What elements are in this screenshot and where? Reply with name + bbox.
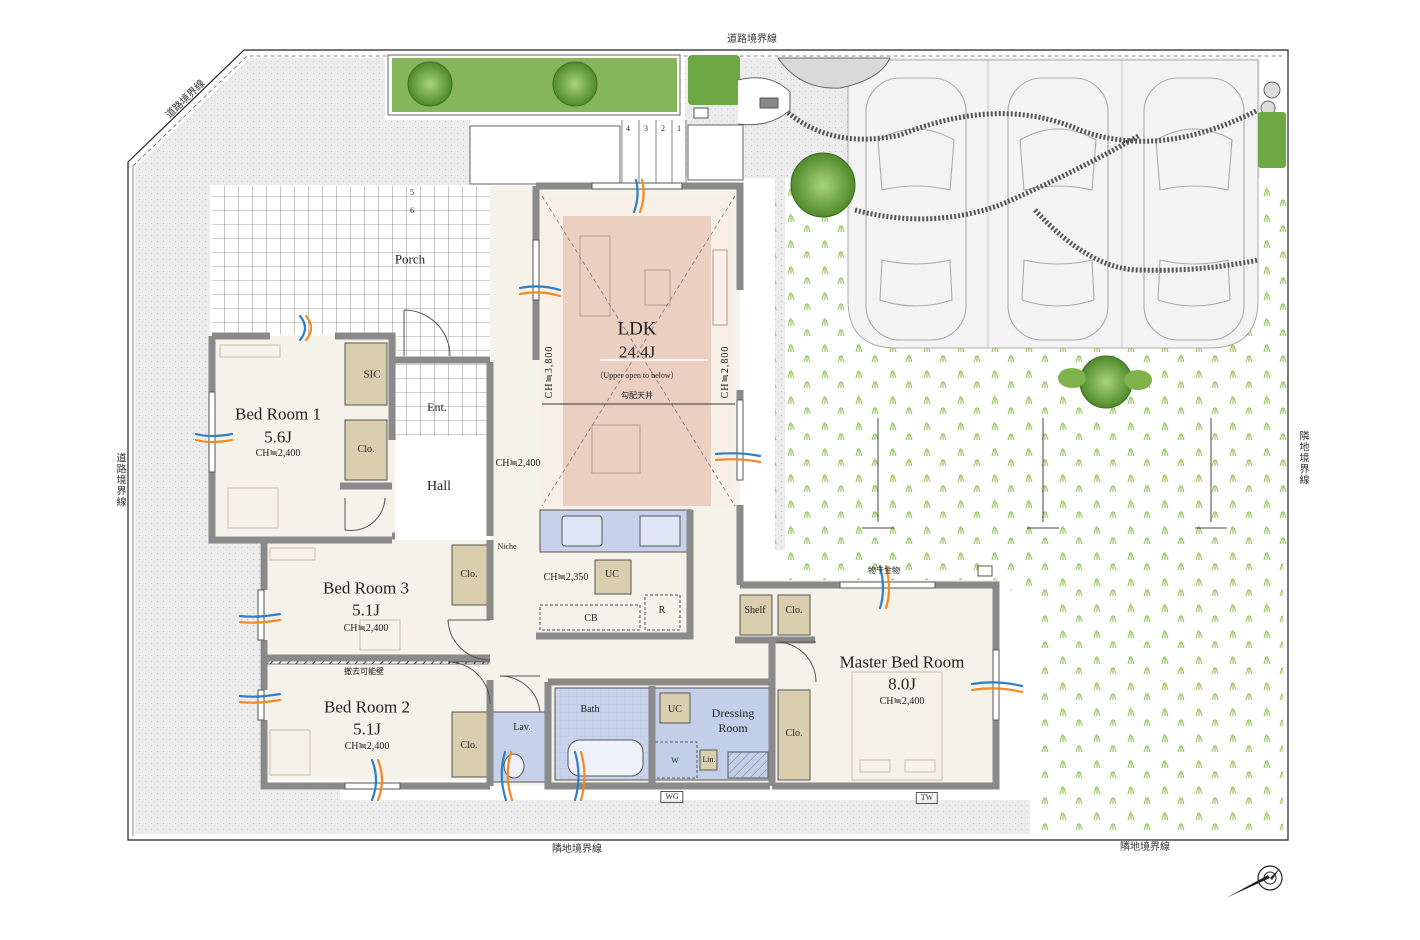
road-boundary-left-label: 道路境界線 xyxy=(114,452,125,508)
closet-label: Clo. xyxy=(785,728,803,739)
dressing-uc-label: UC xyxy=(668,704,682,715)
closet-label: Clo. xyxy=(460,569,478,580)
step-label: 4 xyxy=(626,124,630,133)
bed1-ch: CH≒2,400 xyxy=(255,448,301,459)
closet-label: Clo. xyxy=(460,740,478,751)
tree-icon xyxy=(407,61,1152,409)
bed2-ch: CH≒2,400 xyxy=(344,741,390,752)
ldk-label: LDK xyxy=(617,318,657,340)
hall-ch: CH≒2,400 xyxy=(495,458,541,469)
sic-label: SIC xyxy=(363,368,381,381)
tw-label: TW xyxy=(915,792,939,804)
step-label: 2 xyxy=(661,124,665,133)
removable-wall-label: 撤去可能壁 xyxy=(344,667,384,676)
shelf-label: Shelf xyxy=(744,605,766,616)
bed2-size: 5.1J xyxy=(353,719,381,739)
bed3-ch: CH≒2,400 xyxy=(343,623,389,634)
bed3-size: 5.1J xyxy=(352,600,380,620)
porch-step-label: 6 xyxy=(410,206,414,215)
bed1-size: 5.6J xyxy=(264,427,292,447)
closet-label: Clo. xyxy=(785,605,803,616)
porch-label: Porch xyxy=(394,251,426,267)
ldk-open-note: （Upper open to below） xyxy=(595,371,679,380)
kitchen-ch: CH≒2,350 xyxy=(543,572,589,583)
master-size: 8.0J xyxy=(888,674,916,694)
bed1-label: Bed Room 1 xyxy=(235,404,321,424)
ldk-ceiling-note: 勾配天井 xyxy=(621,391,653,400)
cupboard-label: CB xyxy=(584,613,598,624)
porch-step-label: 5 xyxy=(410,188,414,197)
niche-label: Niche xyxy=(497,542,517,551)
hall-label: Hall xyxy=(426,479,452,494)
dressing-label-2: Room xyxy=(718,721,748,735)
neighbor-boundary-right-label: 隣地境界線 xyxy=(1297,430,1308,486)
ldk-size: 24.4J xyxy=(618,342,656,362)
bed3-label: Bed Room 3 xyxy=(323,578,409,598)
linen-label: Lin. xyxy=(702,755,716,764)
bath-label: Bath xyxy=(580,704,600,715)
ldk-ch-left: CH≒3,800 xyxy=(544,345,555,399)
dressing-label: Dressing xyxy=(711,706,755,720)
step-label: 1 xyxy=(677,124,681,133)
fridge-label: R xyxy=(658,605,666,616)
neighbor-boundary-bottom-right-label: 隣地境界線 xyxy=(1120,842,1170,853)
master-label: Master Bed Room xyxy=(839,652,965,672)
entrance-label: Ent. xyxy=(427,400,447,414)
closet-label: Clo. xyxy=(357,444,375,455)
washer-label: W xyxy=(671,756,679,765)
ldk-ch-right: CH≒2,800 xyxy=(720,345,731,399)
master-ch: CH≒2,400 xyxy=(879,696,925,707)
road-boundary-top-label: 道路境界線 xyxy=(727,34,777,45)
neighbor-boundary-bottom-left-label: 隣地境界線 xyxy=(552,844,602,855)
bed2-label: Bed Room 2 xyxy=(324,697,410,717)
step-label: 3 xyxy=(644,124,648,133)
laundry-hardware-label: 物干金物 xyxy=(868,566,900,575)
compass-icon xyxy=(1226,865,1283,898)
kitchen-uc-label: UC xyxy=(605,569,619,580)
lav-label: Lav. xyxy=(513,722,531,733)
wg-label: WG xyxy=(660,791,684,803)
car-icon xyxy=(865,77,1245,341)
